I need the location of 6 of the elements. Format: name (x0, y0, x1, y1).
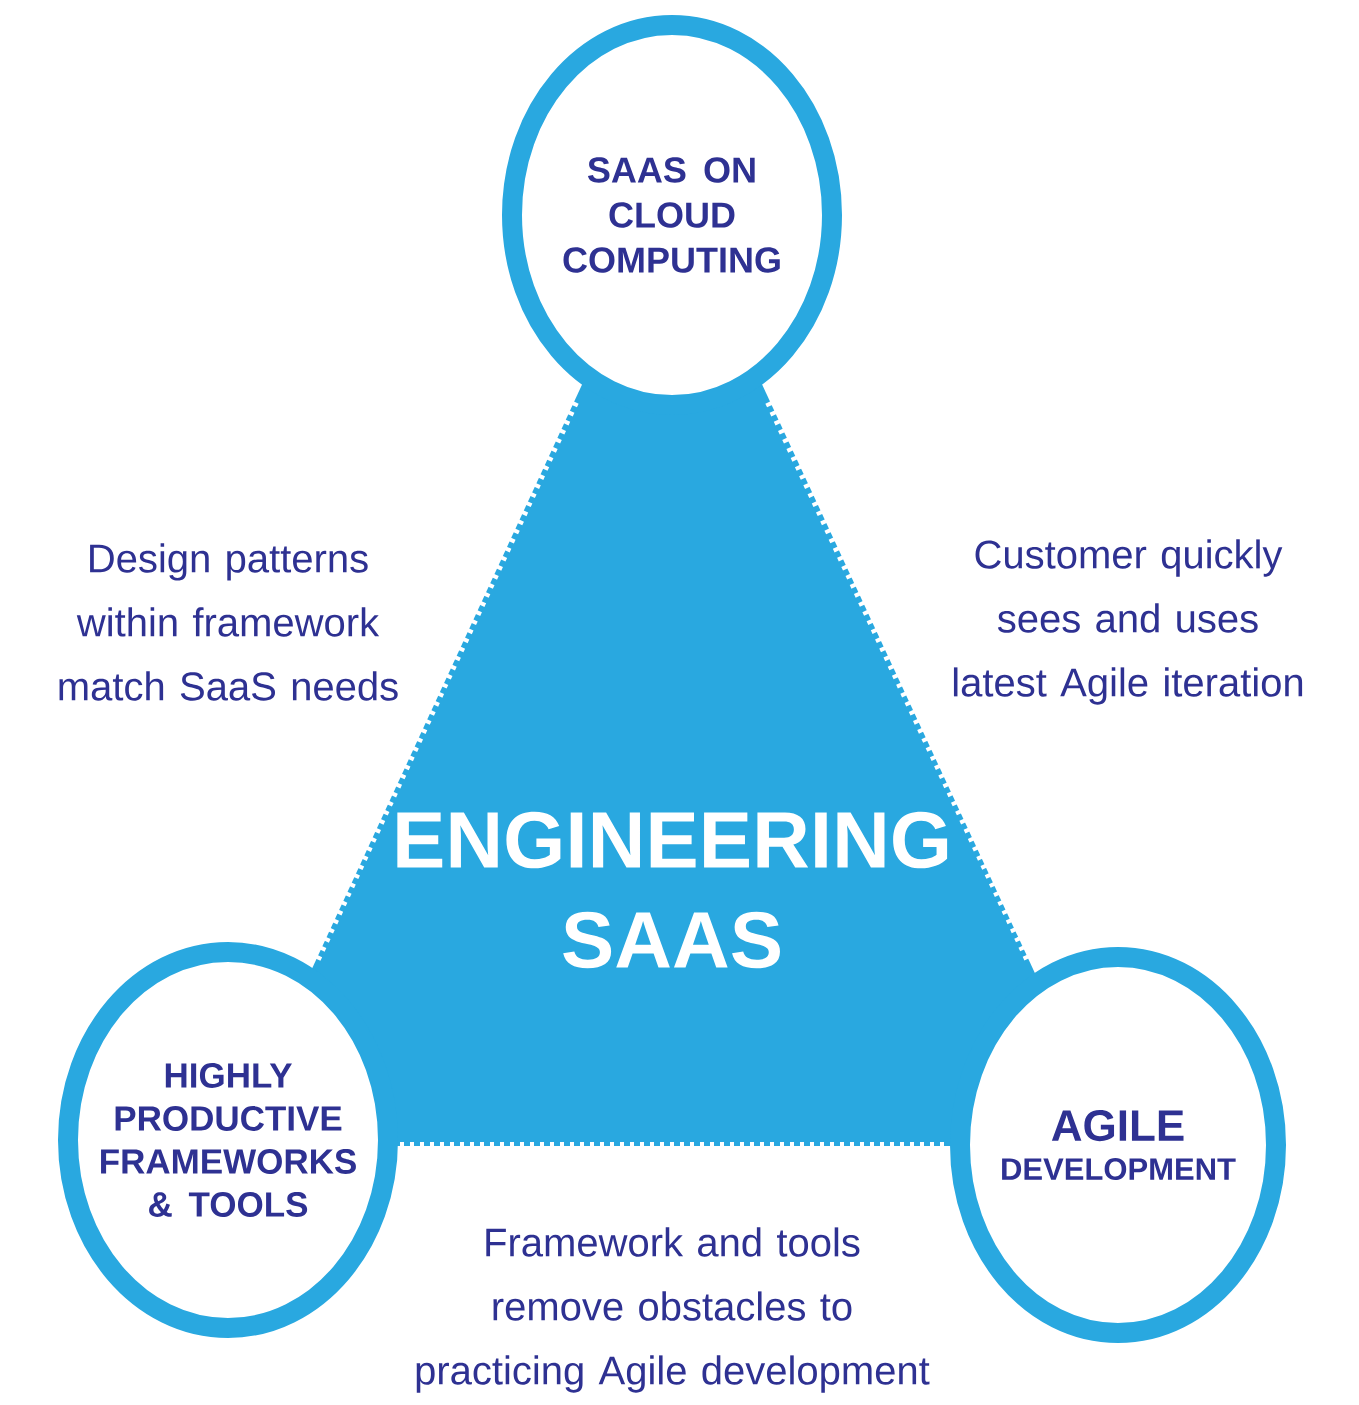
caption-text: Framework and tools remove obstacles to practicing Agile development (416, 1227, 930, 1393)
node-label: HIGHLY PRODUCTIVE FRAMEWORKS & TOOLS (101, 1063, 356, 1217)
caption-text: Design patterns within framework match SaaS needs (59, 543, 398, 701)
node-label: DEVELOPMENT (1002, 1158, 1236, 1181)
node-label: AGILE (1051, 1110, 1184, 1142)
caption-text: Customer quickly sees and uses latest Agile iteration (953, 539, 1303, 705)
